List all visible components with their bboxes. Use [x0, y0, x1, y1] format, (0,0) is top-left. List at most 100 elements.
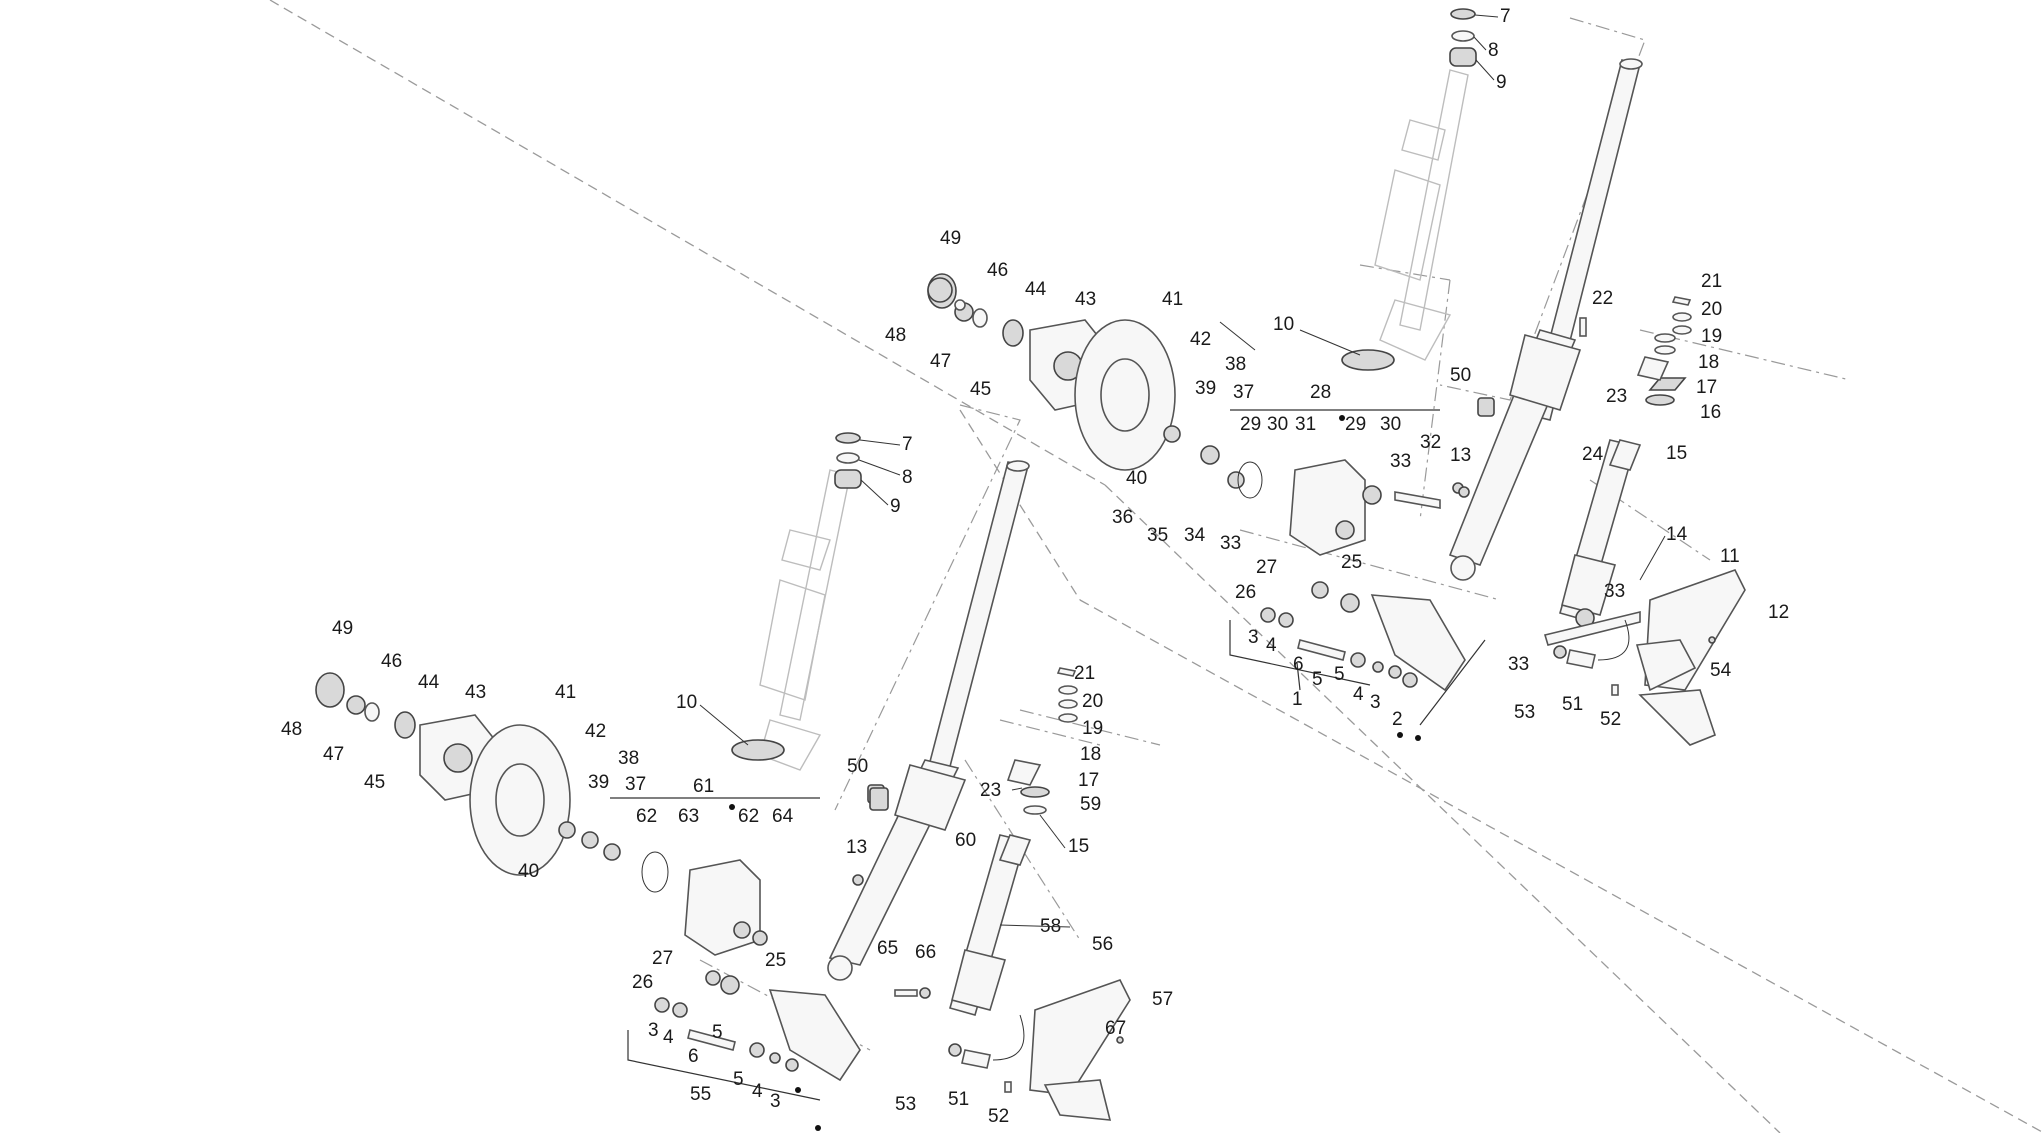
callout-label: 19 — [1701, 326, 1722, 347]
callout-label: 3 — [1370, 692, 1381, 713]
axle-bracket-upper — [1260, 581, 1466, 692]
brake-caliper-lower — [558, 821, 768, 956]
callout-label: 4 — [1266, 635, 1277, 656]
callout-label: 5 — [733, 1069, 744, 1090]
callout-label: 20 — [1082, 691, 1103, 712]
lower-labels: 7 8 9 10 49 48 47 46 45 44 43 41 42 39 3… — [281, 434, 1173, 1127]
axle-cap-upper — [927, 277, 966, 311]
callout-label: 9 — [890, 496, 901, 517]
dot-marker — [1415, 735, 1421, 741]
washer-part — [836, 452, 860, 464]
upper-assembly — [927, 8, 1746, 746]
callout-label: 43 — [465, 682, 486, 703]
callout-label: 32 — [1420, 432, 1441, 453]
callout-label: 49 — [332, 618, 353, 639]
callout-label: 33 — [1508, 654, 1529, 675]
callout-label: 31 — [1295, 414, 1316, 435]
seal-part — [1450, 8, 1476, 20]
callout-label: 20 — [1701, 299, 1722, 320]
callout-label: 47 — [323, 744, 344, 765]
callout-label: 41 — [555, 682, 576, 703]
ghost-steering-column-upper — [1374, 69, 1469, 361]
leader-lines — [699, 14, 1666, 928]
assembly-guide-lines — [269, 0, 2044, 1134]
callout-label: 7 — [1500, 6, 1511, 27]
upper-labels: 7 8 9 10 49 48 47 46 45 44 43 41 42 39 3… — [885, 6, 1789, 730]
callout-label: 39 — [588, 772, 609, 793]
shock-absorber-lower — [852, 667, 1078, 1016]
callout-label: 3 — [770, 1091, 781, 1112]
brake-disc-upper — [1074, 319, 1176, 471]
callout-label: 10 — [1273, 314, 1294, 335]
seal-part — [835, 432, 861, 444]
dot-marker — [815, 1125, 821, 1131]
callout-label: 23 — [1606, 386, 1627, 407]
callout-label: 60 — [955, 830, 976, 851]
callout-label: 21 — [1074, 663, 1095, 684]
callout-label: 62 — [636, 806, 657, 827]
dot-marker — [1339, 415, 1345, 421]
callout-label: 4 — [752, 1081, 763, 1102]
callout-label: 38 — [618, 748, 639, 769]
callout-label: 47 — [930, 351, 951, 372]
callout-label: 67 — [1105, 1018, 1126, 1039]
callout-label: 26 — [1235, 582, 1256, 603]
callout-label: 18 — [1080, 744, 1101, 765]
fork-leg-upper — [1448, 58, 1643, 581]
callout-label: 8 — [902, 467, 913, 488]
callout-label: 48 — [885, 325, 906, 346]
callout-label: 64 — [772, 806, 794, 827]
callout-label: 55 — [690, 1084, 711, 1105]
callout-label: 40 — [1126, 468, 1147, 489]
callout-label: 6 — [688, 1046, 699, 1067]
callout-label: 52 — [988, 1106, 1009, 1127]
callout-label: 37 — [625, 774, 646, 795]
callout-label: 3 — [648, 1020, 659, 1041]
callout-label: 1 — [1292, 689, 1303, 710]
bearing-race-part — [731, 739, 785, 761]
callout-label: 8 — [1488, 40, 1499, 61]
callout-label: 41 — [1162, 289, 1183, 310]
callout-label: 24 — [1582, 444, 1604, 465]
callout-label: 30 — [1380, 414, 1401, 435]
callout-label: 26 — [632, 972, 653, 993]
wheel-hub-lower — [315, 672, 496, 801]
callout-label: 46 — [987, 260, 1008, 281]
callout-label: 17 — [1078, 770, 1099, 791]
callout-label: 28 — [1310, 382, 1331, 403]
callout-label: 53 — [1514, 702, 1535, 723]
callout-label: 19 — [1082, 718, 1103, 739]
callout-label: 5 — [1312, 669, 1323, 690]
callout-label: 5 — [1334, 664, 1345, 685]
callout-label: 34 — [1184, 525, 1206, 546]
callout-label: 27 — [1256, 557, 1277, 578]
callout-label: 66 — [915, 942, 936, 963]
callout-label: 17 — [1696, 377, 1717, 398]
cover-lower — [948, 979, 1131, 1096]
callout-label: 9 — [1496, 72, 1507, 93]
group-brackets — [610, 409, 1486, 1131]
callout-label: 25 — [765, 950, 786, 971]
callout-label: 51 — [1562, 694, 1583, 715]
callout-label: 16 — [1700, 402, 1721, 423]
callout-label: 39 — [1195, 378, 1216, 399]
callout-label: 54 — [1710, 660, 1732, 681]
callout-label: 49 — [940, 228, 961, 249]
callout-label: 42 — [585, 721, 606, 742]
callout-label: 4 — [663, 1027, 674, 1048]
callout-label: 5 — [712, 1022, 723, 1043]
callout-label: 29 — [1345, 414, 1366, 435]
axle-bracket-lower — [654, 970, 861, 1082]
callout-label: 13 — [1450, 445, 1471, 466]
callout-label: 4 — [1353, 684, 1364, 705]
callout-label: 18 — [1698, 352, 1719, 373]
washer-part — [1451, 30, 1475, 42]
callout-label: 63 — [678, 806, 699, 827]
callout-label: 7 — [902, 434, 913, 455]
callout-label: 33 — [1604, 581, 1625, 602]
callout-label: 15 — [1068, 836, 1089, 857]
callout-label: 56 — [1092, 934, 1113, 955]
splash-guard-lower — [1043, 1079, 1112, 1121]
